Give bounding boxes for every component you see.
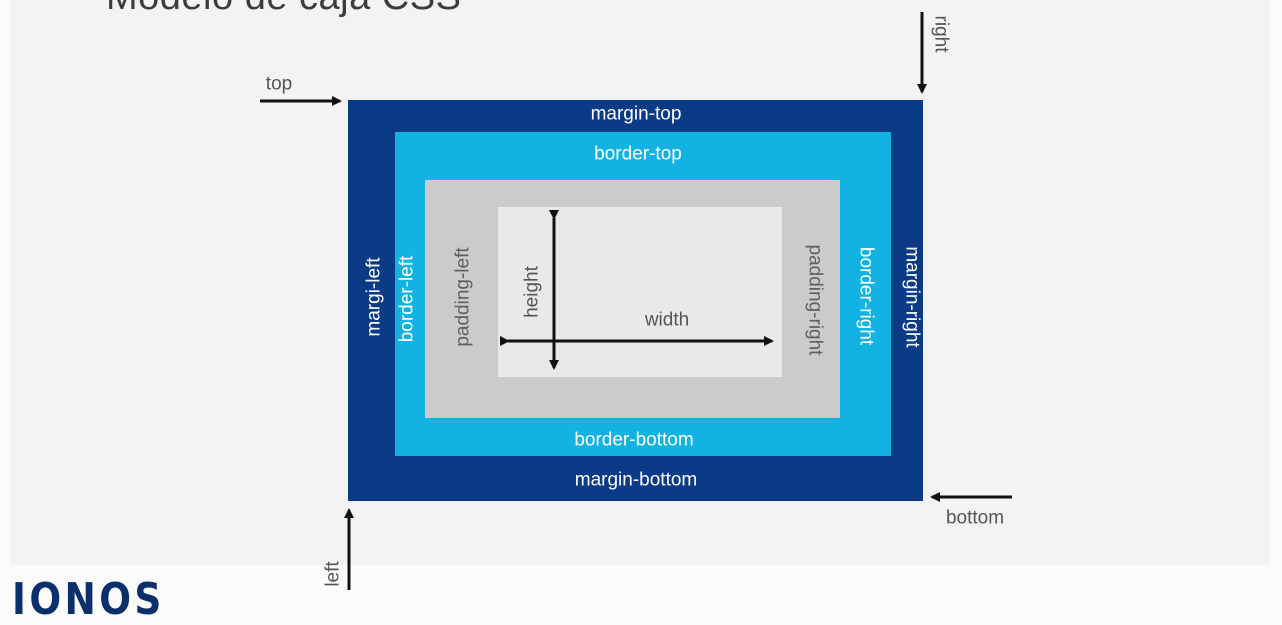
border-bottom-label: border-bottom: [574, 429, 694, 451]
diagram-title: Modelo de caja CSS: [106, 0, 461, 19]
margin-top-label: margin-top: [590, 103, 682, 125]
top-pointer-label: top: [265, 73, 293, 95]
width-label: width: [644, 309, 690, 331]
content-box: [498, 207, 782, 377]
bottom-pointer-label: bottom: [945, 507, 1005, 529]
border-top-label: border-top: [594, 143, 682, 165]
ionos-logo: IONOS: [12, 574, 165, 625]
margin-bottom-label: margin-bottom: [574, 469, 698, 491]
